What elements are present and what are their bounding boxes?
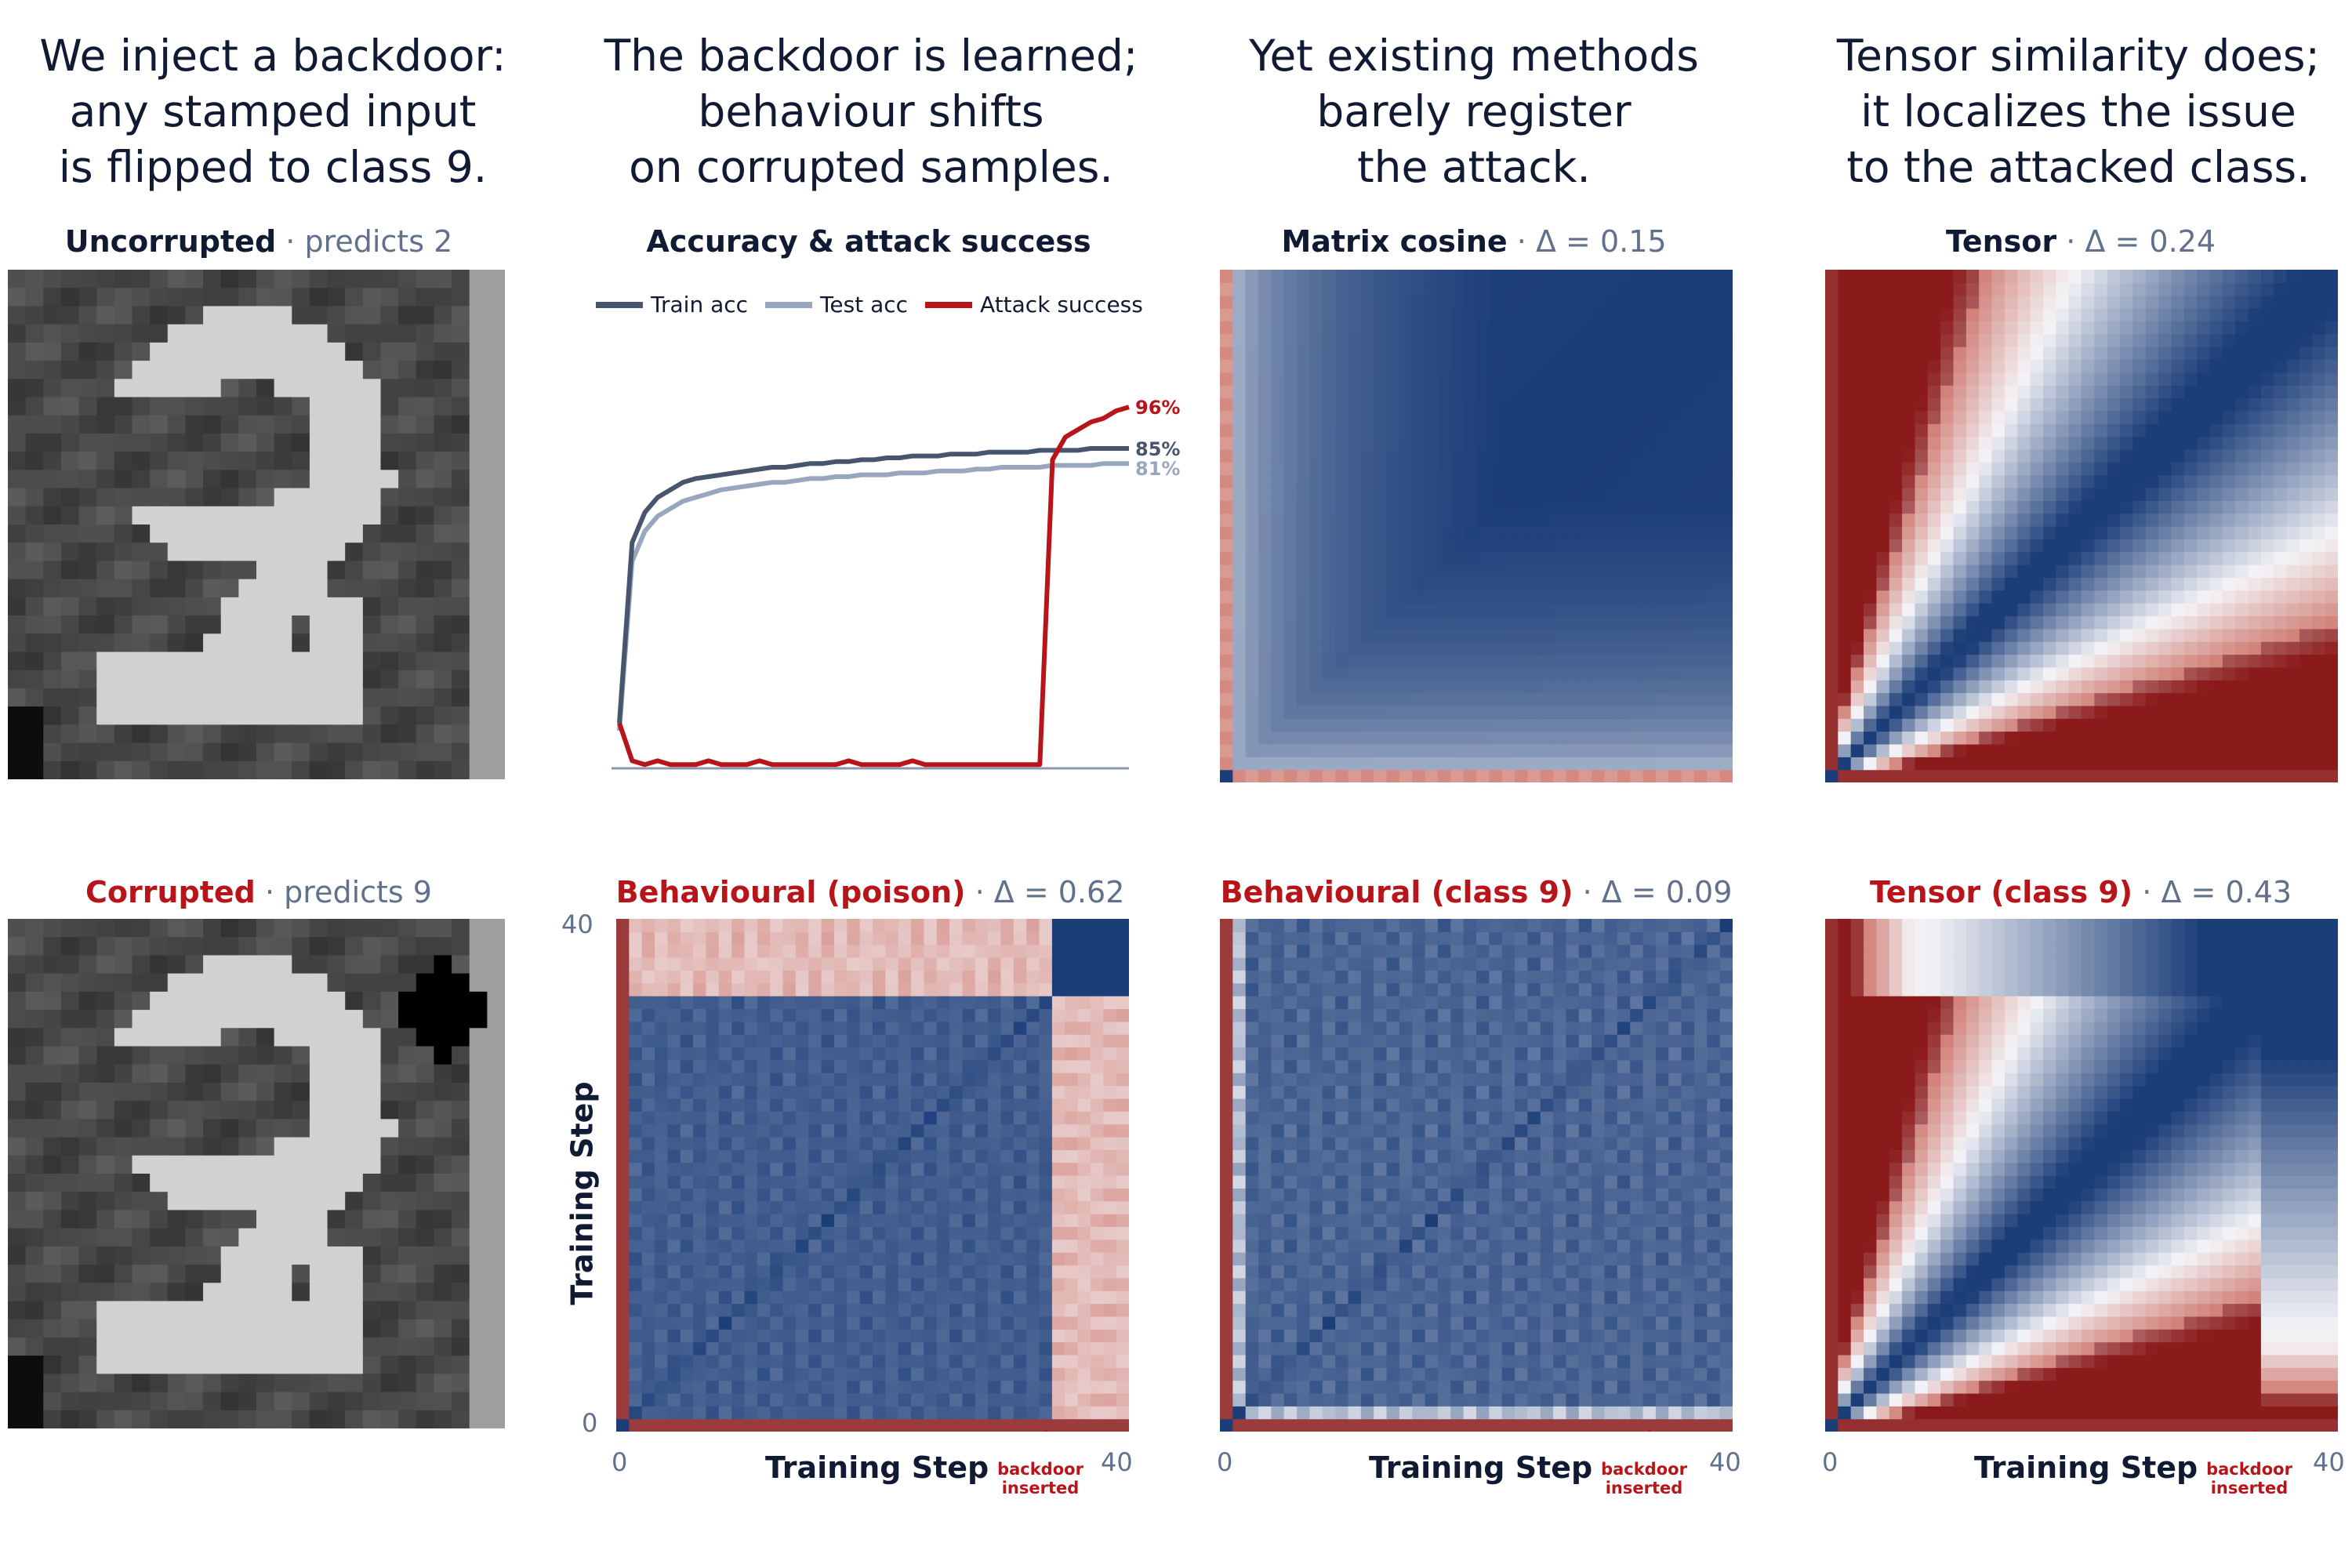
behav-poison-title: Behavioural (poison) · Δ = 0.62 xyxy=(564,875,1176,909)
x-tick-0-b: 0 xyxy=(1217,1447,1233,1477)
separator: · xyxy=(1582,875,1592,909)
tensor-class9-delta: Δ = 0.43 xyxy=(2161,875,2292,909)
uncorrupted-title: Uncorrupted · predicts 2 xyxy=(0,224,564,259)
matrix-cosine-delta: Δ = 0.15 xyxy=(1535,224,1667,259)
end-label-attack-success: 96% xyxy=(1135,397,1180,419)
legend-train-label: Train acc xyxy=(651,292,749,318)
uncorrupted-prediction: predicts 2 xyxy=(304,224,453,259)
x-tick-40-a: 40 xyxy=(1101,1447,1133,1477)
separator: · xyxy=(264,875,275,909)
end-label-test-acc: 81% xyxy=(1135,458,1180,480)
legend-attack: Attack success xyxy=(925,292,1143,318)
linechart-title: Accuracy & attack success xyxy=(563,224,1174,259)
series-line-train-acc xyxy=(617,446,1129,724)
corrupted-digit-image xyxy=(8,919,505,1428)
behav-class9-heatmap xyxy=(1220,919,1733,1432)
matrix-cosine-label: Matrix cosine xyxy=(1281,224,1508,259)
y-tick-40: 40 xyxy=(561,909,593,939)
x-axis-label-b: Training Step xyxy=(1369,1450,1593,1485)
tensor-label: Tensor xyxy=(1945,224,2057,259)
tensor-title: Tensor · Δ = 0.24 xyxy=(1775,224,2352,259)
uncorrupted-digit-image xyxy=(8,270,505,779)
x-tick-40-b: 40 xyxy=(1709,1447,1741,1477)
series-line-test-acc xyxy=(617,461,1129,731)
legend-attack-label: Attack success xyxy=(980,292,1143,318)
legend-test-label: Test acc xyxy=(820,292,909,318)
x-tick-0-a: 0 xyxy=(612,1447,628,1477)
caption-1: We inject a backdoor: any stamped input … xyxy=(39,31,506,192)
separator: · xyxy=(2066,224,2076,259)
matrix-cosine-heatmap xyxy=(1220,270,1733,782)
separator: · xyxy=(285,224,296,259)
x-tick-40-c: 40 xyxy=(2313,1447,2345,1477)
behav-class9-title: Behavioural (class 9) · Δ = 0.09 xyxy=(1171,875,1782,909)
tensor-class9-label: Tensor (class 9) xyxy=(1869,875,2133,909)
caption-2: The backdoor is learned; behaviour shift… xyxy=(604,31,1138,192)
separator: · xyxy=(975,875,985,909)
behav-poison-heatmap xyxy=(616,919,1129,1432)
y-tick-0: 0 xyxy=(582,1408,598,1438)
y-axis-label: Training Step xyxy=(564,1081,600,1305)
backdoor-note-a: backdoor inserted xyxy=(997,1460,1083,1497)
behav-poison-label: Behavioural (poison) xyxy=(615,875,966,909)
linechart-legend: Train acc Test acc Attack success xyxy=(596,292,1160,318)
separator: · xyxy=(2142,875,2152,909)
behav-poison-delta: Δ = 0.62 xyxy=(993,875,1125,909)
series-line-attack-success xyxy=(617,405,1130,768)
x-axis-label-a: Training Step xyxy=(765,1450,989,1485)
legend-train: Train acc xyxy=(596,292,748,318)
behav-class9-label: Behavioural (class 9) xyxy=(1220,875,1573,909)
corrupted-title: Corrupted · predicts 9 xyxy=(0,875,564,909)
tensor-heatmap xyxy=(1825,270,2338,782)
separator: · xyxy=(1516,224,1526,259)
accuracy-line-chart: 81%85% 96% xyxy=(612,397,1180,770)
corrupted-prediction: predicts 9 xyxy=(284,875,432,909)
backdoor-note-b: backdoor inserted xyxy=(1601,1460,1687,1497)
tensor-class9-heatmap xyxy=(1825,919,2338,1432)
backdoor-note-c: backdoor inserted xyxy=(2206,1460,2292,1497)
behav-class9-delta: Δ = 0.09 xyxy=(1601,875,1733,909)
corrupted-label: Corrupted xyxy=(85,875,256,909)
caption-3: Yet existing methods barely register the… xyxy=(1249,31,1699,192)
end-label-train-acc: 85% xyxy=(1135,438,1180,460)
tensor-class9-title: Tensor (class 9) · Δ = 0.43 xyxy=(1775,875,2352,909)
uncorrupted-label: Uncorrupted xyxy=(64,224,277,259)
caption-4: Tensor similarity does; it localizes the… xyxy=(1836,31,2321,192)
x-tick-0-c: 0 xyxy=(1822,1447,1838,1477)
tensor-delta: Δ = 0.24 xyxy=(2085,224,2216,259)
matrix-cosine-title: Matrix cosine · Δ = 0.15 xyxy=(1168,224,1780,259)
legend-test: Test acc xyxy=(765,292,908,318)
x-axis-label-c: Training Step xyxy=(1974,1450,2198,1485)
linechart-title-text: Accuracy & attack success xyxy=(646,224,1091,259)
